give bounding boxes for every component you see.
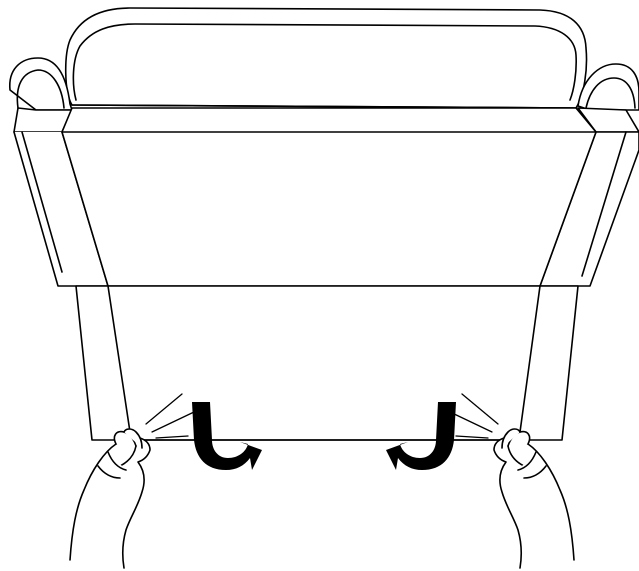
curved-arrow-icon-left xyxy=(192,402,262,470)
curved-arrow-icon-right xyxy=(386,402,456,470)
fabric-flap xyxy=(75,285,579,441)
right-armrest xyxy=(539,63,639,287)
motion-lines-right xyxy=(449,393,499,439)
hand-icon-right xyxy=(493,428,575,569)
motion-lines-left xyxy=(145,393,195,439)
headrest-cushion xyxy=(64,7,588,109)
hand-icon-left xyxy=(69,428,151,569)
back-panel xyxy=(61,107,597,287)
left-armrest xyxy=(9,57,109,287)
